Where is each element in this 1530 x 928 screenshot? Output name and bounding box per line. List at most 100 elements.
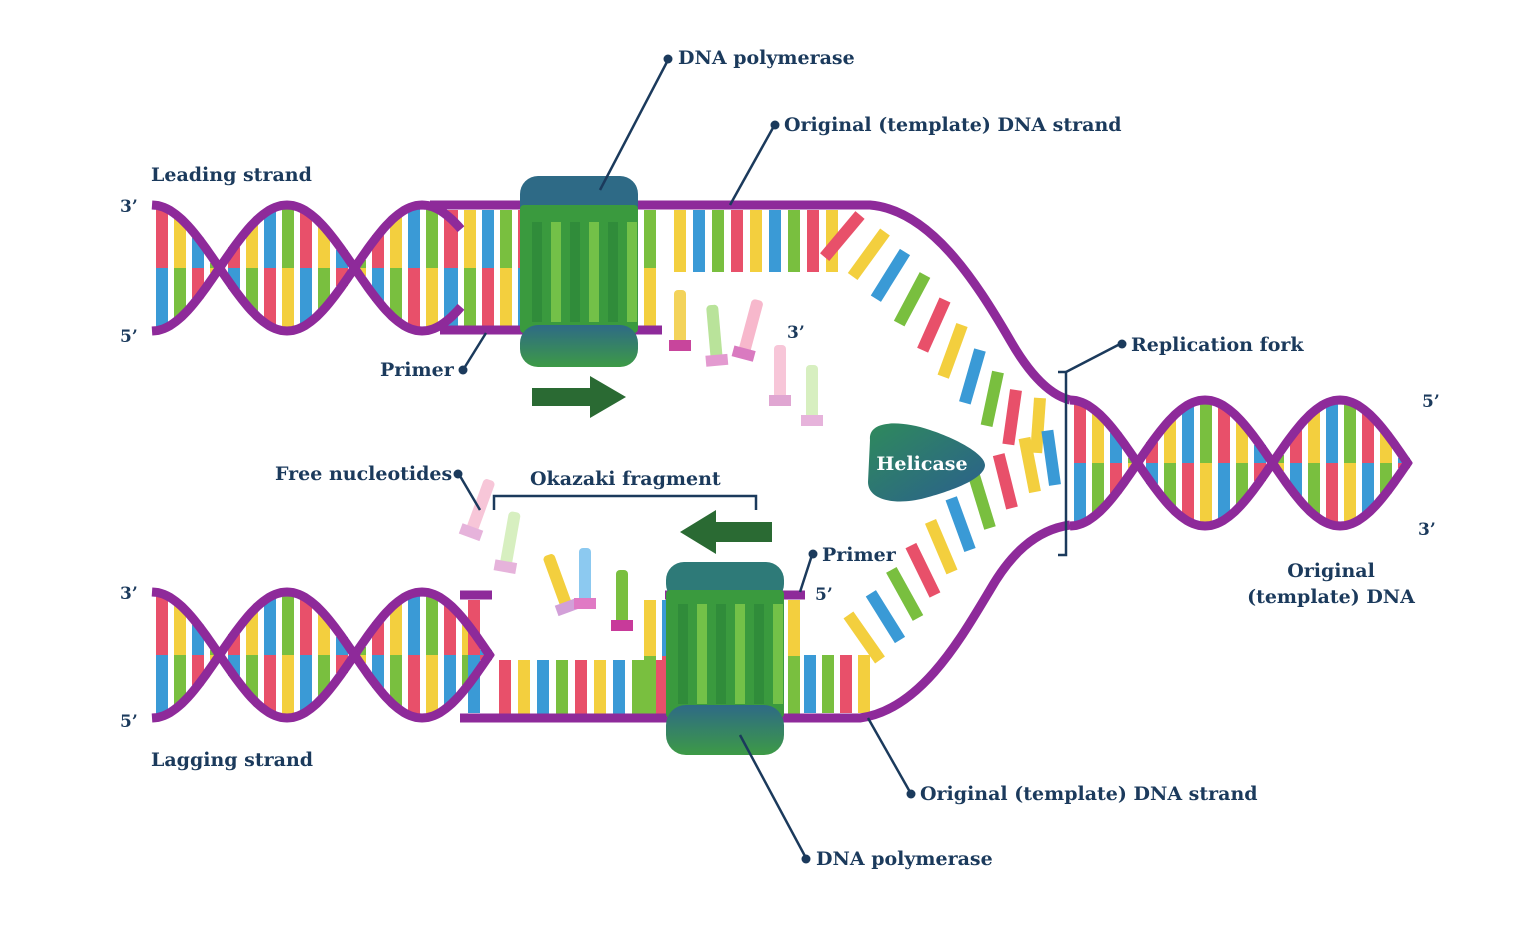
base	[575, 660, 587, 716]
dna-polymerase-bottom	[666, 562, 784, 755]
polymerase-bar	[697, 604, 707, 704]
base-half	[426, 594, 438, 655]
original-dna-label-line2: (template) DNA	[1247, 586, 1415, 608]
base	[731, 210, 743, 272]
base	[499, 660, 511, 716]
base	[946, 496, 976, 552]
nucleotide-base	[706, 304, 723, 361]
free-nucleotide	[538, 551, 580, 616]
base-half	[1074, 463, 1086, 524]
base	[1002, 389, 1022, 445]
base-half	[408, 268, 420, 330]
base	[959, 348, 986, 404]
base	[712, 210, 724, 272]
free-nucleotide	[669, 290, 691, 351]
base-half	[1200, 463, 1212, 526]
leading-direction-arrow	[532, 376, 626, 418]
base-half	[1344, 463, 1356, 524]
base-half	[644, 600, 656, 656]
base-half	[156, 655, 168, 716]
leading-bottom-end: 5’	[120, 327, 138, 347]
base-half	[500, 210, 512, 268]
nucleotide-phosphate	[801, 415, 823, 426]
base	[693, 210, 705, 272]
polymerase-bar	[570, 222, 580, 322]
base-half	[408, 206, 420, 268]
polymerase-bar	[735, 604, 745, 704]
right-top-end: 5’	[1422, 392, 1440, 412]
nucleotide-base	[499, 511, 521, 568]
base-half	[156, 594, 168, 655]
nucleotide-base	[774, 345, 786, 401]
base-half	[1182, 405, 1194, 463]
helicase: Helicase	[868, 423, 985, 501]
nucleotide-base	[579, 548, 591, 604]
polymerase-bar	[716, 604, 726, 704]
base-half	[156, 268, 168, 329]
base	[556, 660, 568, 716]
base	[866, 590, 905, 643]
base-half	[464, 268, 476, 326]
polymerase-bar	[773, 604, 783, 704]
polymerase-bar	[551, 222, 561, 322]
base	[613, 660, 625, 716]
free-nucleotide	[701, 304, 728, 367]
base	[871, 249, 910, 302]
base	[807, 210, 819, 272]
lagging-direction-arrow	[680, 510, 772, 554]
leading-strand-label: Leading strand	[151, 164, 312, 186]
base-half	[408, 593, 420, 655]
original-dna-label-line1: Original	[1287, 560, 1375, 582]
okazaki-bracket	[494, 496, 756, 510]
base-half	[482, 210, 494, 268]
base-half	[788, 656, 800, 714]
helicase-label: Helicase	[876, 453, 967, 475]
base	[804, 655, 816, 713]
base-half	[1182, 463, 1194, 521]
template-strand-top-label: Original (template) DNA strand	[784, 114, 1122, 136]
polymerase-bar	[608, 222, 618, 322]
base-half	[644, 656, 656, 714]
dna-polymerase-top-label: DNA polymerase	[678, 47, 855, 69]
nucleotide-base	[806, 365, 818, 421]
lagging-strand-label: Lagging strand	[151, 749, 313, 771]
base-half	[644, 268, 656, 326]
base	[594, 660, 606, 716]
free-nucleotide	[732, 297, 769, 362]
base	[788, 210, 800, 272]
primer-bottom-label: Primer	[822, 544, 897, 566]
base-half	[426, 655, 438, 716]
base-half	[482, 268, 494, 326]
base	[632, 660, 644, 716]
template-strand-bottom-label: Original (template) DNA strand	[920, 783, 1258, 805]
base-half	[788, 600, 800, 656]
polymerase-bar	[627, 222, 637, 322]
free-nucleotide	[494, 510, 526, 574]
base-half	[500, 268, 512, 326]
base-half	[1326, 463, 1338, 525]
lagging-top-end: 3’	[120, 584, 138, 604]
base	[750, 210, 762, 272]
base-half	[264, 268, 276, 326]
base-half	[264, 210, 276, 268]
base-half	[156, 207, 168, 268]
nucleotide-base	[674, 290, 686, 346]
dna-polymerase-bottom-label: DNA polymerase	[816, 848, 993, 870]
free-nucleotide	[574, 548, 596, 609]
nucleotide-base	[616, 570, 628, 626]
base-half	[1344, 402, 1356, 463]
free-nucleotide	[801, 365, 823, 426]
free-nucleotides-label: Free nucleotides	[275, 463, 452, 485]
base-half	[1074, 402, 1086, 463]
primer-top-label: Primer	[380, 359, 455, 381]
polymerase-bar	[754, 604, 764, 704]
base	[537, 660, 549, 716]
base	[840, 655, 852, 713]
nucleotide-base	[738, 298, 764, 355]
base	[674, 210, 686, 272]
base-half	[408, 655, 420, 717]
nucleotide-phosphate	[494, 559, 518, 574]
lagging-primer-end: 5’	[815, 585, 833, 605]
base	[848, 228, 890, 280]
